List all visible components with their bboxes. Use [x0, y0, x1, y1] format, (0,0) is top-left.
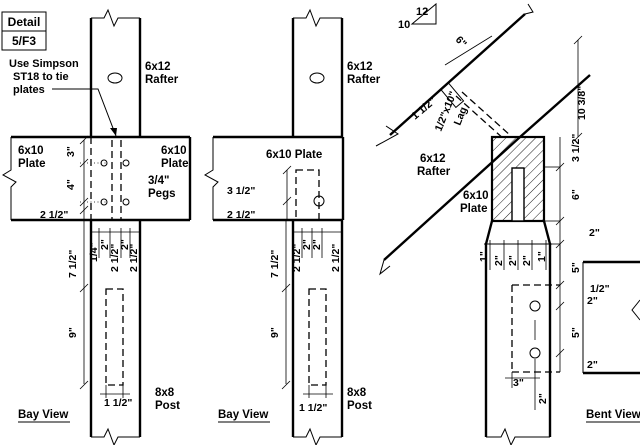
dim-2in: 2" — [587, 295, 598, 307]
slope-run: 10 — [398, 19, 410, 31]
dim-2-5in: 2 1/2" — [227, 209, 255, 221]
lag-name-label: Lag — [452, 105, 470, 127]
dim-10-3-8in: 10 3/8" — [576, 86, 588, 120]
rafter-size-label: 6x12 — [347, 61, 373, 73]
dim-1-5in: 1 1/2" — [409, 95, 438, 122]
dim-5in: 5" — [570, 327, 582, 338]
rafter-size-label: 6x12 — [420, 153, 446, 165]
dim-2in: 2" — [521, 255, 533, 266]
post-tenon — [511, 167, 525, 222]
dim-3in: 3" — [513, 377, 524, 389]
dim-7-5in: 7 1/2" — [269, 250, 281, 278]
rafter-top-edge — [389, 13, 526, 136]
dim-3-5in: 3 1/2" — [227, 185, 255, 197]
dim-2in: 2" — [493, 255, 505, 266]
slope-indicator — [410, 2, 437, 25]
bay-view-title: Bay View — [218, 409, 268, 421]
rafter-name-label: Rafter — [347, 74, 381, 86]
rafter-size-label: 6x12 — [145, 61, 171, 73]
dim-2-5in: 2 1/2" — [40, 209, 68, 221]
bay-view-right: 6x12 Rafter 6x10 Plate 3 1/2" 2 1/2" 2 1… — [204, 8, 381, 445]
post-name-label: Post — [155, 400, 180, 412]
simpson-note: Use Simpson ST18 to tie plates — [9, 58, 117, 137]
dim-9in: 9" — [67, 327, 79, 338]
peg-icon — [529, 347, 541, 359]
post-size-label: 8x8 — [347, 387, 367, 399]
dim-1in: 1" — [478, 251, 490, 262]
plate-size-label: 6x10 — [18, 145, 44, 157]
dim-6in: 6" — [453, 34, 469, 50]
dim-2-5in-post: 2 1/2" — [109, 244, 121, 272]
rafter-bolt-hole — [107, 72, 123, 84]
dim-5in: 5" — [570, 262, 582, 273]
dim-3in: 3" — [65, 146, 77, 157]
detail-tag: Detail 5/F3 — [1, 11, 47, 51]
dim-4in: 4" — [65, 179, 77, 190]
peg-icon — [529, 300, 541, 312]
dim-1-5in: 1 1/2" — [104, 397, 132, 409]
dim-2in: 2" — [587, 359, 598, 371]
dim-2-5in: 2 1/2" — [330, 244, 342, 272]
bent-view: 12 10 6x12 Rafter 1/2"x10" Lag 6" 1 1/2"… — [375, 2, 640, 445]
dim-7-5in: 7 1/2" — [67, 250, 79, 278]
dim-3-5in: 3 1/2" — [570, 134, 582, 162]
bay-view-title: Bay View — [18, 409, 68, 421]
plate-label: 6x10 Plate — [266, 149, 322, 161]
dim-half-in: 1/2" — [590, 283, 610, 295]
rafter-name-label: Rafter — [417, 166, 451, 178]
pegs-size-label: 3/4" — [148, 175, 169, 187]
plate-name-label-right: Plate — [161, 158, 189, 170]
dim-2in: 2" — [301, 239, 313, 250]
dim-quarter: 1/4" — [88, 242, 100, 262]
plate-size-label: 6x10 — [463, 190, 489, 202]
note-leader — [52, 88, 117, 137]
dim-2in: 2" — [119, 239, 131, 250]
pegs-name-label: Pegs — [148, 188, 176, 200]
plate-size-label-right: 6x10 — [161, 145, 187, 157]
rafter-bolt-hole — [309, 72, 325, 84]
dim-2in: 2" — [99, 239, 111, 250]
post-size-label: 8x8 — [155, 387, 175, 399]
detail-sheet-ref: 5/F3 — [12, 34, 36, 48]
peg-icon — [122, 198, 130, 206]
peg-icon — [313, 195, 325, 207]
note-line-2: ST18 to tie — [13, 71, 69, 83]
note-line-3: plates — [13, 84, 45, 96]
rafter-name-label: Rafter — [145, 74, 179, 86]
dim-1in: 1" — [536, 251, 548, 262]
dim-2in: 2" — [537, 393, 549, 404]
peg-icon — [122, 159, 130, 167]
slope-rise: 12 — [416, 6, 428, 18]
note-arrowhead — [110, 128, 117, 136]
dim-2in: 2" — [507, 255, 519, 266]
note-line-1: Use Simpson — [9, 58, 79, 70]
dim-9in: 9" — [269, 327, 281, 338]
dim-2in: 2" — [589, 227, 600, 239]
dim-2in: 2" — [311, 239, 323, 250]
bay-view-left: 6x12 Rafter 6x10 Plate 6x10 Plate 3/4" P… — [2, 8, 192, 445]
post-name-label: Post — [347, 400, 372, 412]
dim-2-5in-post: 2 1/2" — [128, 244, 140, 272]
plate-name-label: Plate — [460, 203, 488, 215]
bent-view-title: Bent View — [586, 409, 640, 421]
dim-2-5in: 2 1/2" — [291, 244, 303, 272]
plate-name-label: Plate — [18, 158, 46, 170]
dim-1-5in: 1 1/2" — [299, 402, 327, 414]
dim-6in: 6" — [570, 189, 582, 200]
detail-title: Detail — [8, 15, 41, 29]
